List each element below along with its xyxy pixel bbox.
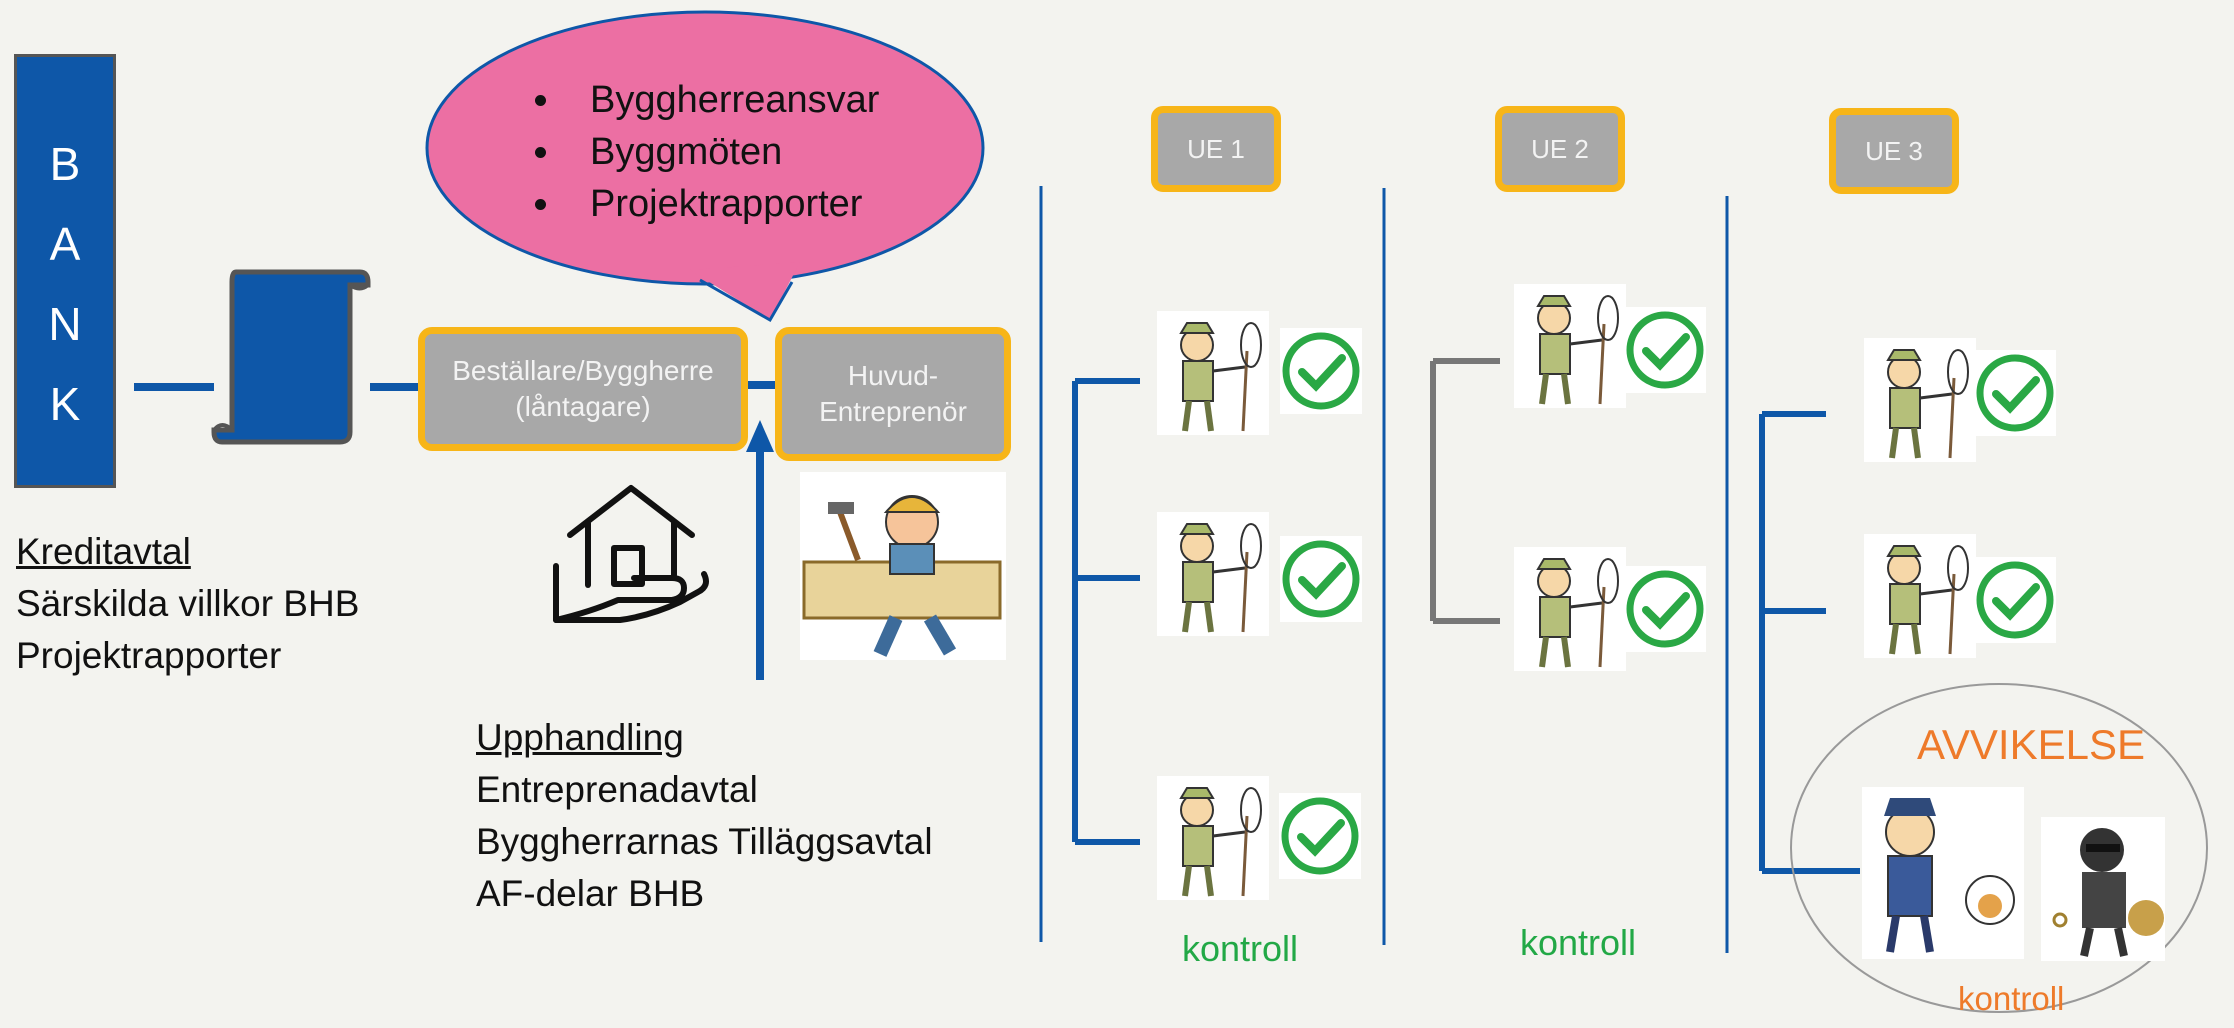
bank-column: B A N K — [14, 54, 116, 488]
bubble-item: Byggmöten — [564, 126, 879, 178]
kontroll-label-ue1: kontroll — [1182, 928, 1299, 969]
bank-letter: B — [49, 138, 81, 190]
procurement-notes: Upphandling Entreprenadavtal Byggherrarn… — [476, 712, 933, 920]
bank-notes: Kreditavtal Särskilda villkor BHB Projek… — [16, 526, 359, 682]
ue1-label: UE 1 — [1187, 134, 1245, 164]
procurement-line: Entreprenadavtal — [476, 769, 758, 810]
bank-notes-line: Särskilda villkor BHB — [16, 583, 360, 624]
procurement-line: Byggherrarnas Tilläggsavtal — [476, 821, 933, 862]
bracket-ue2 — [1430, 358, 1500, 624]
bestallare-line1: Beställare/Byggherre — [452, 355, 714, 386]
huvud-line2: Entreprenör — [819, 396, 967, 427]
bracket-ue1 — [1072, 378, 1140, 845]
bank-letter: N — [48, 298, 82, 350]
huvud-line1: Huvud- — [847, 360, 939, 391]
ue3-label: UE 3 — [1865, 136, 1923, 166]
bank-notes-heading: Kreditavtal — [16, 531, 191, 572]
ue2-box: UE 2 — [1495, 106, 1625, 192]
procurement-line: AF-delar BHB — [476, 873, 705, 914]
deviation-label: AVVIKELSE — [1917, 721, 2146, 768]
bestallare-line2: (låntagare) — [515, 391, 651, 422]
bubble-list: Byggherreansvar Byggmöten Projektrapport… — [528, 74, 879, 230]
ue2-label: UE 2 — [1531, 134, 1589, 164]
ue1-box: UE 1 — [1151, 106, 1281, 192]
carpenter-illustration — [800, 472, 1006, 660]
bank-notes-line: Projektrapporter — [16, 635, 282, 676]
speech-bubble — [425, 10, 985, 323]
bracket-ue3 — [1759, 411, 1860, 874]
kontroll-label-ue2: kontroll — [1520, 922, 1637, 963]
ue3-box: UE 3 — [1829, 108, 1959, 194]
arrow-head — [746, 420, 774, 452]
bubble-item: Projektrapporter — [564, 178, 879, 230]
kontroll-label-ue3: kontroll — [1958, 980, 2065, 1017]
bestallare-box: Beställare/Byggherre (låntagare) — [418, 327, 748, 451]
house-in-hand-icon — [553, 485, 709, 623]
bank-letter: A — [49, 218, 81, 270]
huvud-entreprenor-box: Huvud- Entreprenör — [775, 327, 1011, 461]
contract-scroll-icon — [211, 269, 371, 445]
bubble-item: Byggherreansvar — [564, 74, 879, 126]
bank-letter: K — [49, 378, 81, 430]
procurement-heading: Upphandling — [476, 717, 684, 758]
deviation-ellipse — [1790, 683, 2208, 1013]
